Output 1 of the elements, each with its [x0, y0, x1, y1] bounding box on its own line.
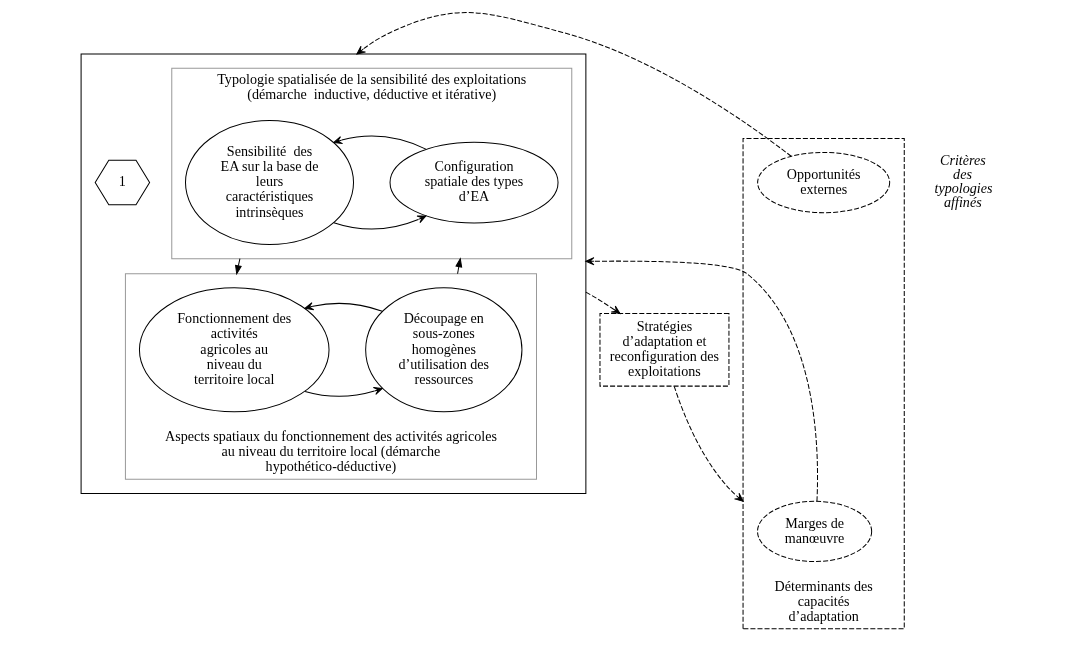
label: Critères des typologies affinés — [934, 151, 993, 210]
